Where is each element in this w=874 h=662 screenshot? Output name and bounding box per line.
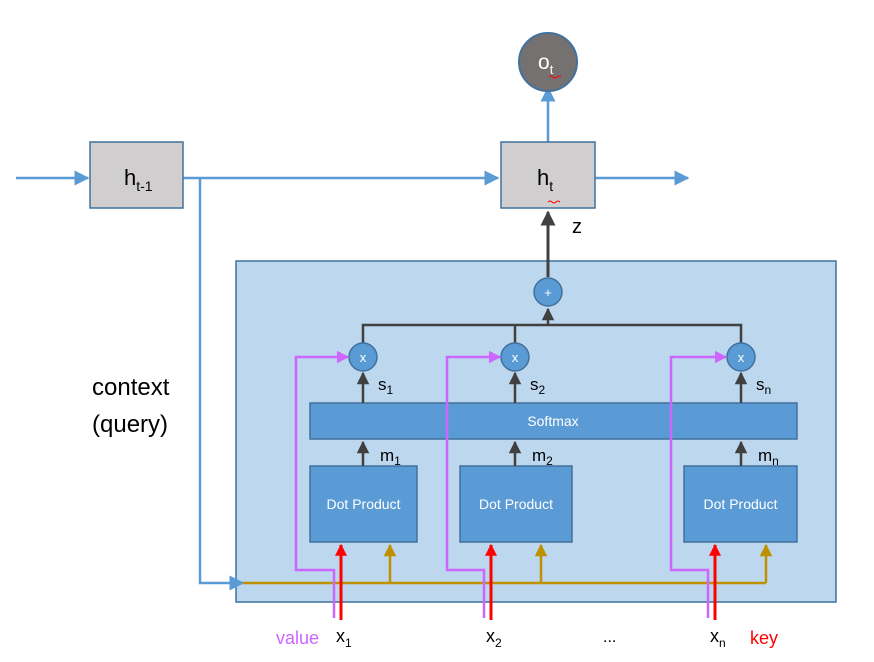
m-label-sub: 1 <box>394 454 401 468</box>
h-prev-base: h <box>124 165 136 190</box>
query-path <box>198 178 245 591</box>
dot-product-box <box>683 465 798 543</box>
o-t-sub: t <box>550 62 554 77</box>
input-label-sub: 2 <box>495 636 502 650</box>
m-label: m2 <box>532 446 553 468</box>
s-label-base: s <box>530 375 539 394</box>
h-t-squiggle <box>547 200 561 204</box>
s-label-sub: 1 <box>387 383 394 397</box>
m-label-base: m <box>758 446 772 465</box>
m-label: m1 <box>380 446 401 468</box>
dot-product-box <box>459 465 573 543</box>
s-label-base: s <box>756 375 765 394</box>
multiply-symbol: x <box>360 350 367 365</box>
combiner-bus <box>361 323 743 343</box>
input-label: xn <box>710 626 726 650</box>
o-t-base: o <box>538 51 550 74</box>
key-label: key <box>750 628 778 648</box>
context-label: context <box>92 374 170 401</box>
value-label: value <box>276 628 319 648</box>
input-label-sub: 1 <box>345 636 352 650</box>
h-prev-node: ht-1 <box>89 141 184 209</box>
dot-product-label: Dot Product <box>479 496 553 512</box>
dot-product-label: Dot Product <box>327 496 401 512</box>
svg-text:ht: ht <box>537 165 553 194</box>
input-label-base: x <box>710 626 719 646</box>
s-label: sn <box>756 375 771 397</box>
s-label-sub: 2 <box>539 383 546 397</box>
softmax-bar <box>309 402 798 440</box>
multiply-symbol: x <box>512 350 519 365</box>
h-t-sub: t <box>549 178 553 194</box>
value-path <box>669 350 728 618</box>
input-label-sub: n <box>719 636 726 650</box>
dot-product-label: Dot Product <box>704 496 778 512</box>
h-t-node: ht <box>500 141 596 209</box>
value-path <box>294 350 350 618</box>
z-label: z <box>572 216 582 238</box>
o-t-node: ot <box>518 32 578 92</box>
query-label: (query) <box>92 411 168 438</box>
input-label-base: x <box>336 626 345 646</box>
o-t-squiggle <box>548 75 562 79</box>
plus-node: + <box>533 277 563 307</box>
input-label: x2 <box>486 626 502 650</box>
m-label-base: m <box>380 446 394 465</box>
m-label-base: m <box>532 446 546 465</box>
softmax-label: Softmax <box>527 413 578 429</box>
input-label: x1 <box>336 626 352 650</box>
s-label: s2 <box>530 375 546 397</box>
s-label-base: s <box>378 375 387 394</box>
s-label-sub: n <box>765 383 772 397</box>
ellipsis-label: ... <box>603 629 616 646</box>
plus-symbol: + <box>544 285 552 300</box>
input-label-base: x <box>486 626 495 646</box>
m-label: mn <box>758 446 779 468</box>
h-prev-sub: t-1 <box>136 178 153 194</box>
m-label-sub: 2 <box>546 454 553 468</box>
value-path <box>445 350 502 618</box>
svg-text:ht-1: ht-1 <box>124 165 153 194</box>
multiply-symbol: x <box>738 350 745 365</box>
s-label: s1 <box>378 375 394 397</box>
m-label-sub: n <box>772 454 779 468</box>
h-t-base: h <box>537 165 549 190</box>
svg-text:ot: ot <box>538 51 554 77</box>
